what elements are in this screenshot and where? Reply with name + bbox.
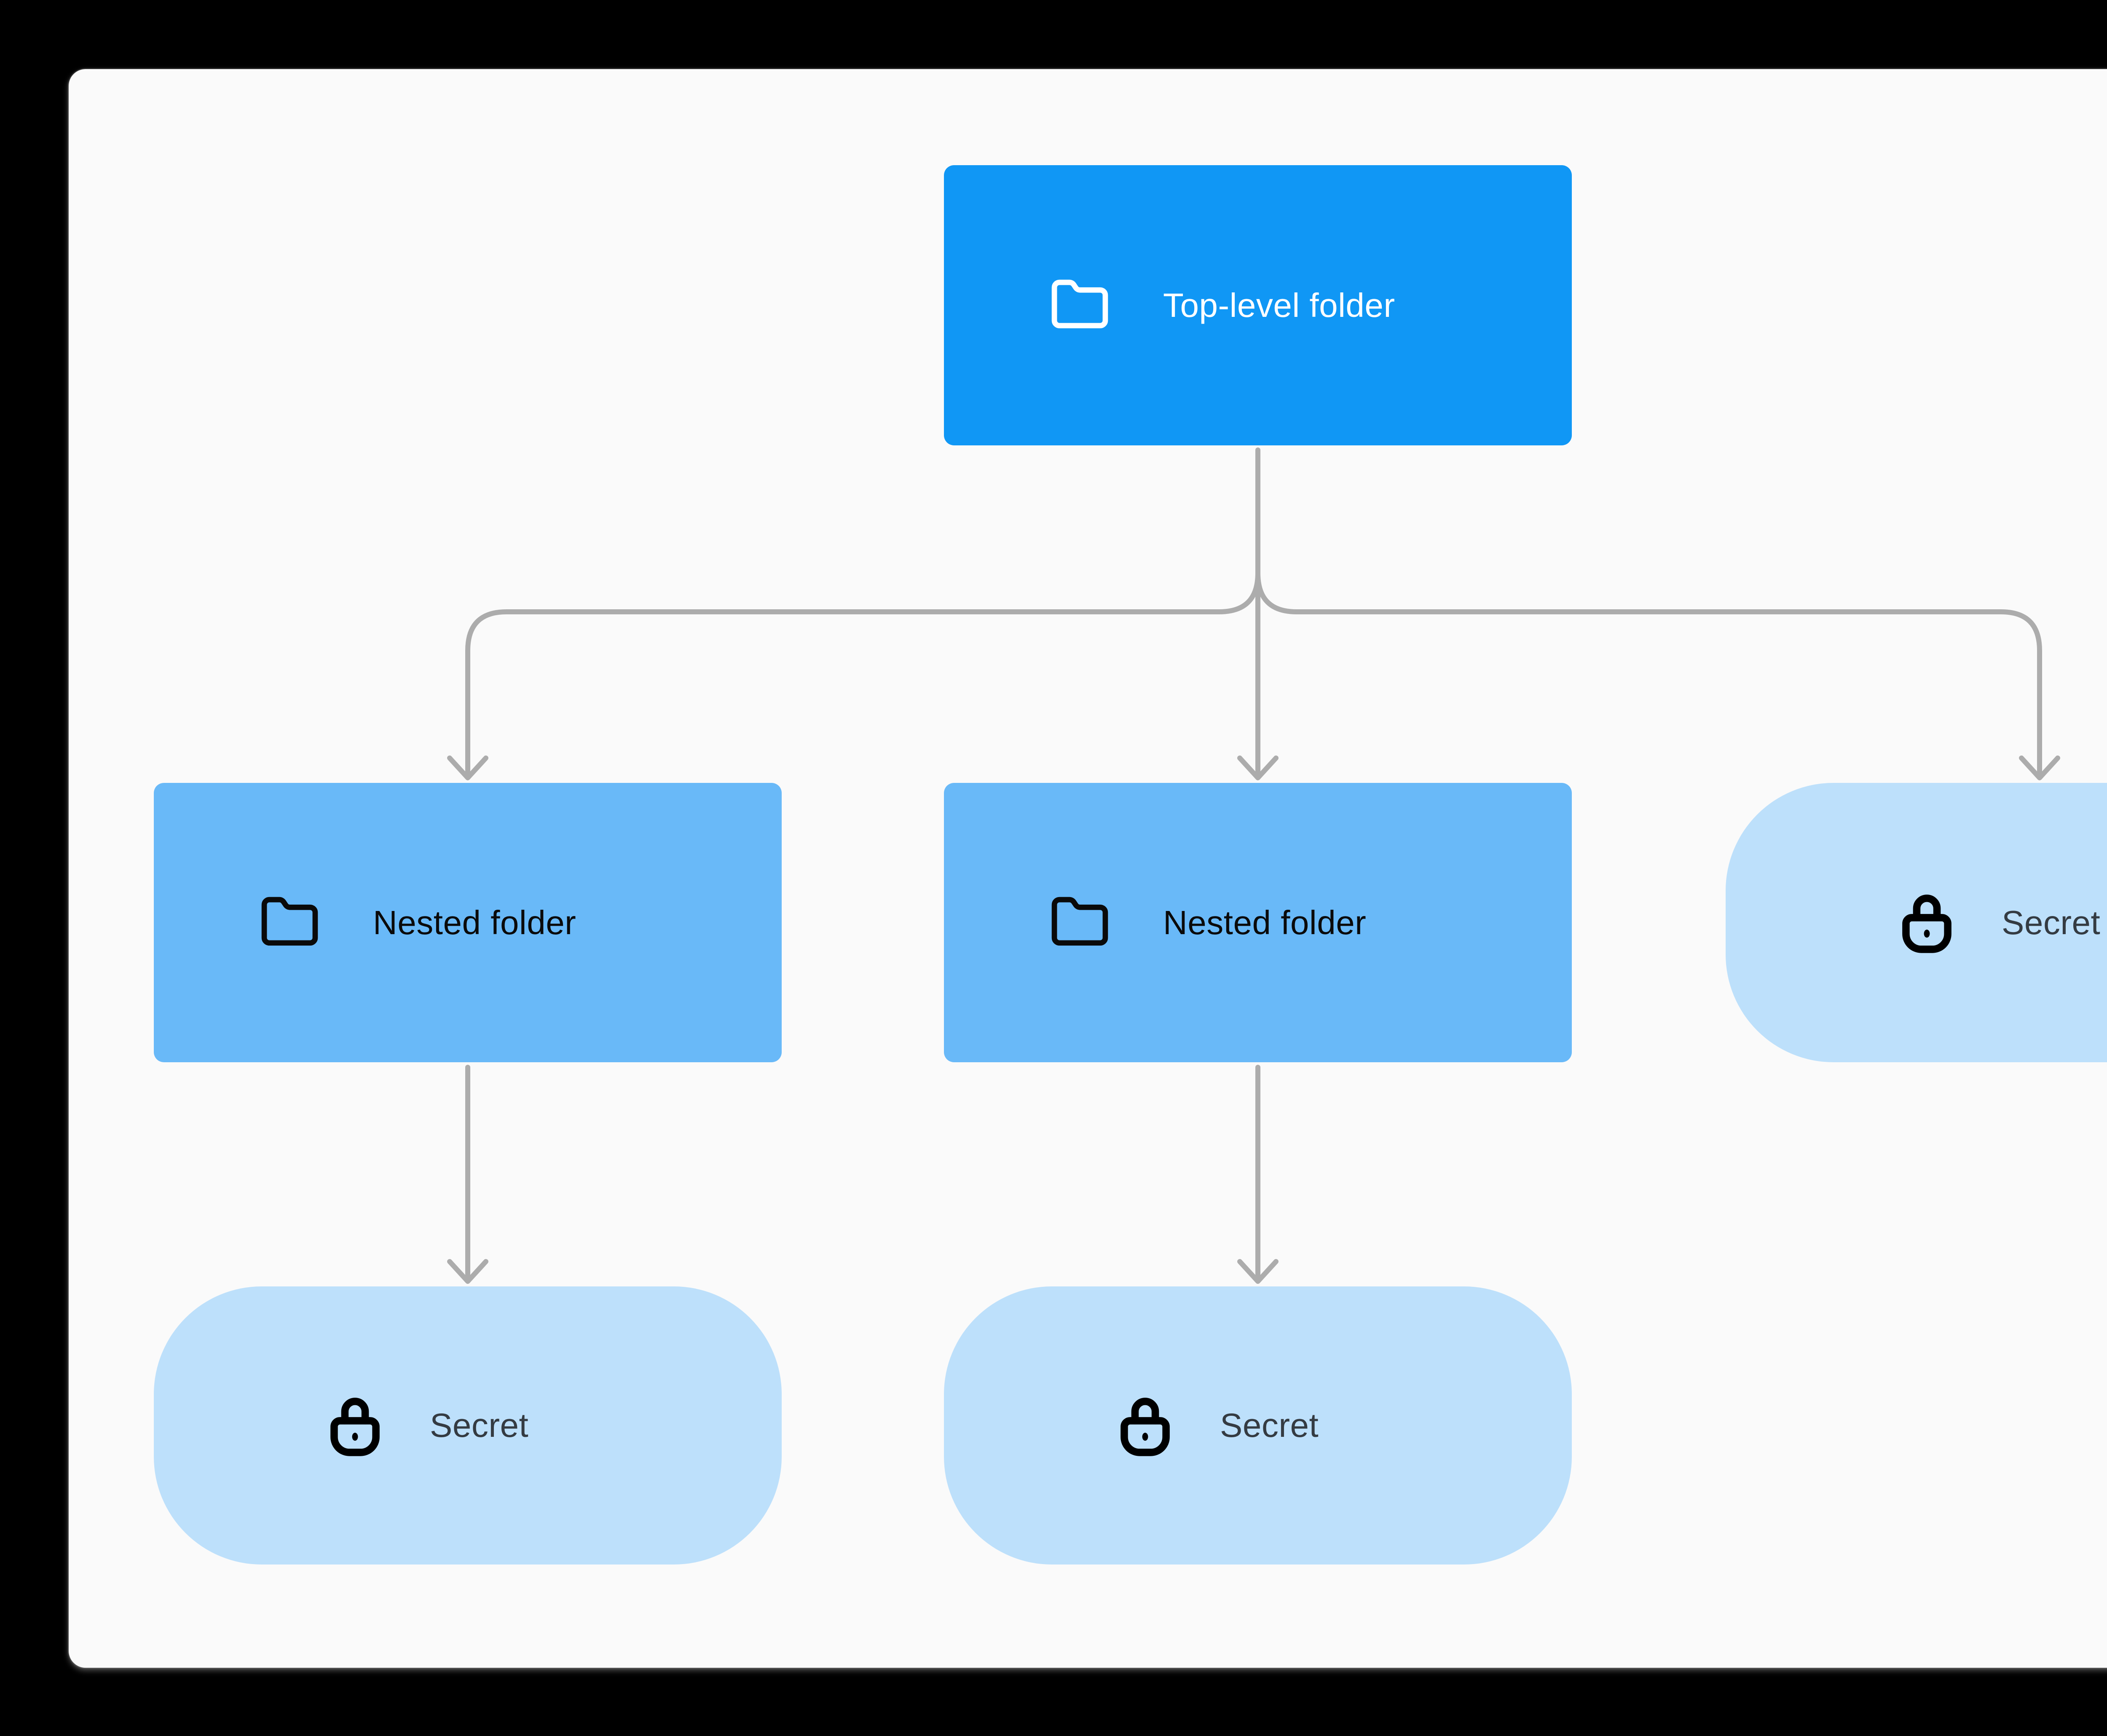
node-nested-folder-middle: Nested folder [944,783,1572,1062]
lock-icon [330,1397,380,1456]
node-label: Nested folder [1163,903,1367,941]
node-label: Secret [2002,903,2101,941]
node-label: Top-level folder [1163,286,1395,324]
node-nested-folder-left: Nested folder [154,783,782,1062]
node-top-level-folder: Top-level folder [944,165,1572,445]
node-label: Secret [1220,1406,1319,1444]
folder-icon [1051,897,1108,946]
node-secret-middle: Secret [944,1286,1572,1565]
folder-icon [1051,279,1108,329]
node-label: Nested folder [373,903,576,941]
node-secret-left: Secret [154,1286,782,1565]
lock-icon [1121,1397,1170,1456]
node-label: Secret [430,1406,529,1444]
folder-icon [261,897,318,946]
node-secret-right: Secret [1726,783,2107,1062]
lock-icon [1902,895,1952,953]
